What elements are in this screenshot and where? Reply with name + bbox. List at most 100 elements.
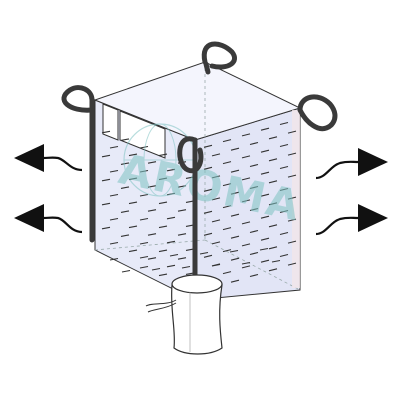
perforation-dash bbox=[128, 201, 138, 205]
perforation-dash bbox=[279, 165, 289, 170]
perforation-dash bbox=[230, 191, 240, 195]
perforation-dash bbox=[128, 177, 138, 181]
discharge-spout-icon bbox=[145, 274, 223, 355]
perforation-dash bbox=[139, 193, 149, 197]
perforation-dash bbox=[101, 178, 111, 182]
perforation-dash bbox=[287, 240, 297, 244]
perforation-dash bbox=[271, 259, 281, 263]
perforation-dash bbox=[287, 196, 297, 200]
perforation-dash bbox=[128, 225, 138, 229]
perforation-dash bbox=[229, 249, 239, 253]
perforation-dash bbox=[203, 166, 213, 170]
spout-body bbox=[171, 284, 223, 355]
perforation-dash bbox=[158, 249, 168, 253]
perforation-dash bbox=[211, 197, 221, 201]
perforation-dash bbox=[211, 263, 221, 267]
liner-tint bbox=[292, 110, 300, 288]
perforation-dash bbox=[166, 264, 176, 268]
perforation-dash bbox=[279, 209, 289, 214]
perforation-dash bbox=[120, 186, 130, 189]
perforation-dash bbox=[147, 209, 157, 212]
perforation-dash bbox=[241, 243, 251, 247]
perforation-dash bbox=[268, 202, 278, 206]
lifting-loop-icon bbox=[201, 41, 237, 70]
perforation-dash bbox=[222, 183, 232, 187]
lifting-loop-icon bbox=[177, 136, 204, 174]
airflow-tail-right-upper bbox=[315, 160, 359, 180]
perforation-dash bbox=[287, 174, 297, 178]
perforation-dash bbox=[109, 257, 119, 261]
perforation-dash bbox=[249, 163, 259, 168]
perforation-dash bbox=[259, 247, 269, 251]
perforation-dash bbox=[139, 241, 149, 245]
perforation-dash bbox=[181, 265, 191, 269]
perforation-dash bbox=[279, 253, 289, 258]
perforation-dash bbox=[101, 130, 111, 134]
perforation-dash bbox=[287, 152, 297, 156]
lifting-loops bbox=[61, 41, 338, 288]
bag-bottom-back-edge bbox=[94, 239, 206, 251]
perforation-dash bbox=[203, 144, 213, 148]
airflow-tail-left-upper bbox=[43, 156, 83, 172]
perforation-dash bbox=[147, 257, 157, 260]
perforation-dash bbox=[128, 153, 138, 157]
perforation-dash bbox=[158, 201, 168, 205]
perforation-dash bbox=[222, 139, 232, 143]
perforation-dash bbox=[249, 185, 259, 190]
perforation-dash bbox=[249, 207, 259, 212]
perforation-dash bbox=[139, 265, 149, 269]
airflow-tail-left-lower bbox=[43, 216, 83, 234]
perforation-dash bbox=[147, 233, 157, 236]
perforation-dash bbox=[109, 217, 119, 221]
perforation-dash bbox=[279, 121, 289, 126]
perforation-dash bbox=[166, 216, 176, 220]
perforation-dash bbox=[279, 143, 289, 148]
perforation-dash bbox=[287, 130, 297, 134]
perforation-dash bbox=[279, 187, 289, 192]
perforation-dash bbox=[211, 241, 221, 245]
perforation-dash bbox=[260, 149, 270, 153]
perforation-dash bbox=[139, 255, 149, 259]
perforation-dash bbox=[279, 231, 289, 236]
perforation-dash bbox=[177, 233, 187, 236]
perforation-dash bbox=[177, 257, 187, 260]
perforation-dash bbox=[158, 273, 168, 277]
perforation-dash bbox=[230, 213, 240, 217]
perforation-dash bbox=[241, 177, 251, 181]
perforation-dash bbox=[260, 127, 270, 131]
perforation-dash bbox=[120, 234, 130, 237]
perforation-dash bbox=[121, 269, 131, 273]
perforation-dash bbox=[268, 158, 278, 162]
perforation-dash bbox=[101, 202, 111, 206]
arrow-right-icon bbox=[358, 204, 388, 232]
perforation-dash bbox=[287, 262, 297, 266]
perforation-dash bbox=[109, 145, 119, 149]
perforation-dash bbox=[287, 218, 297, 222]
perforation-dash bbox=[169, 253, 179, 257]
perforation-dash bbox=[109, 169, 119, 173]
perforation-dash bbox=[101, 226, 111, 230]
perforation-dash bbox=[230, 147, 240, 151]
perforation-dash bbox=[203, 188, 213, 192]
perforation-dash bbox=[139, 169, 149, 173]
perforation-dash bbox=[211, 175, 221, 179]
lifting-loop-icon bbox=[61, 85, 95, 113]
spout-tie-string bbox=[145, 299, 177, 307]
bag-body bbox=[93, 61, 302, 301]
perforation-dash bbox=[222, 271, 232, 275]
perforation-dash bbox=[158, 153, 168, 157]
perforation-dash bbox=[222, 205, 232, 209]
perforation-dash bbox=[211, 219, 221, 223]
perforation-dash bbox=[177, 209, 187, 212]
perforation-dash bbox=[166, 240, 176, 244]
perforation-dash bbox=[203, 210, 213, 214]
perforation-dash bbox=[222, 161, 232, 165]
perforation-dash bbox=[268, 136, 278, 140]
perforation-dash bbox=[203, 232, 213, 236]
perforation-dash bbox=[211, 153, 221, 157]
perforation-dash bbox=[241, 133, 251, 137]
perforation-dash bbox=[151, 267, 161, 271]
perforation-dash bbox=[260, 171, 270, 175]
